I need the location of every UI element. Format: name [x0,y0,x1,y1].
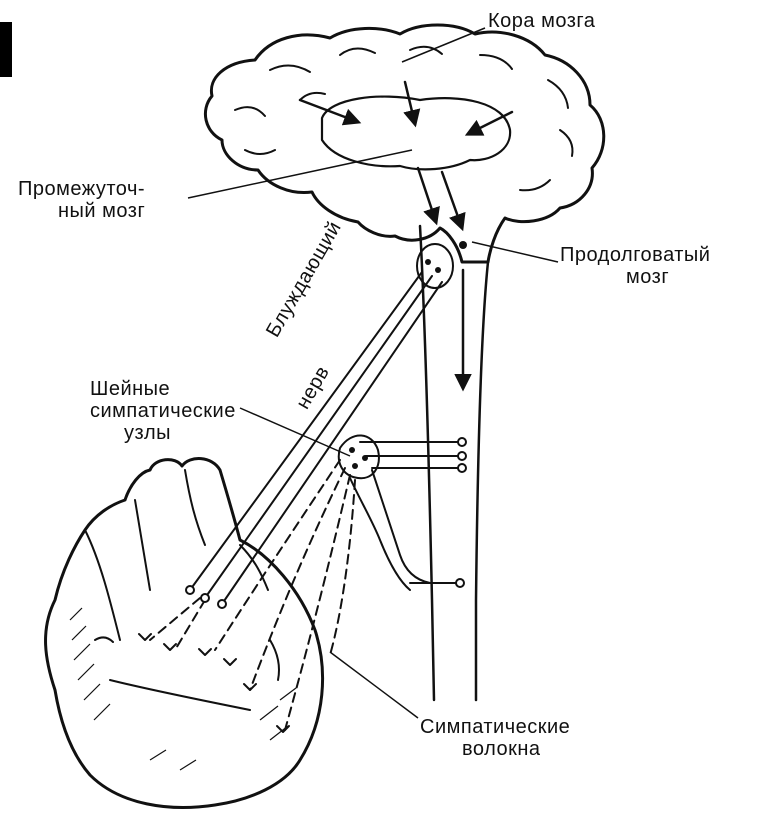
heart-hatching [70,608,296,770]
diencephalon-outline [322,97,510,170]
brain-stem-right [476,262,488,700]
brain-folds [235,47,573,190]
sympathetic-fibers [150,460,355,730]
medulla-center-dot [459,241,467,249]
corner-block [0,22,12,77]
label-diencephalon-line2: ный мозг [58,200,145,222]
label-cortex: Кора мозга [488,10,595,32]
label-sympathetic-line2: волокна [462,738,541,760]
label-diencephalon-line1: Промежуточ- [18,178,145,200]
label-cervical-line3: узлы [124,422,171,444]
label-medulla-line2: мозг [626,266,669,288]
leader-lines [188,28,558,718]
spinal-connections [360,442,462,583]
label-cervical-line1: Шейные [90,378,170,400]
label-sympathetic-line1: Симпатические [420,716,570,738]
vagus-nerve-fibers [190,272,442,604]
label-medulla-line1: Продолговатый [560,244,710,266]
label-cervical-line2: симпатические [90,400,236,422]
